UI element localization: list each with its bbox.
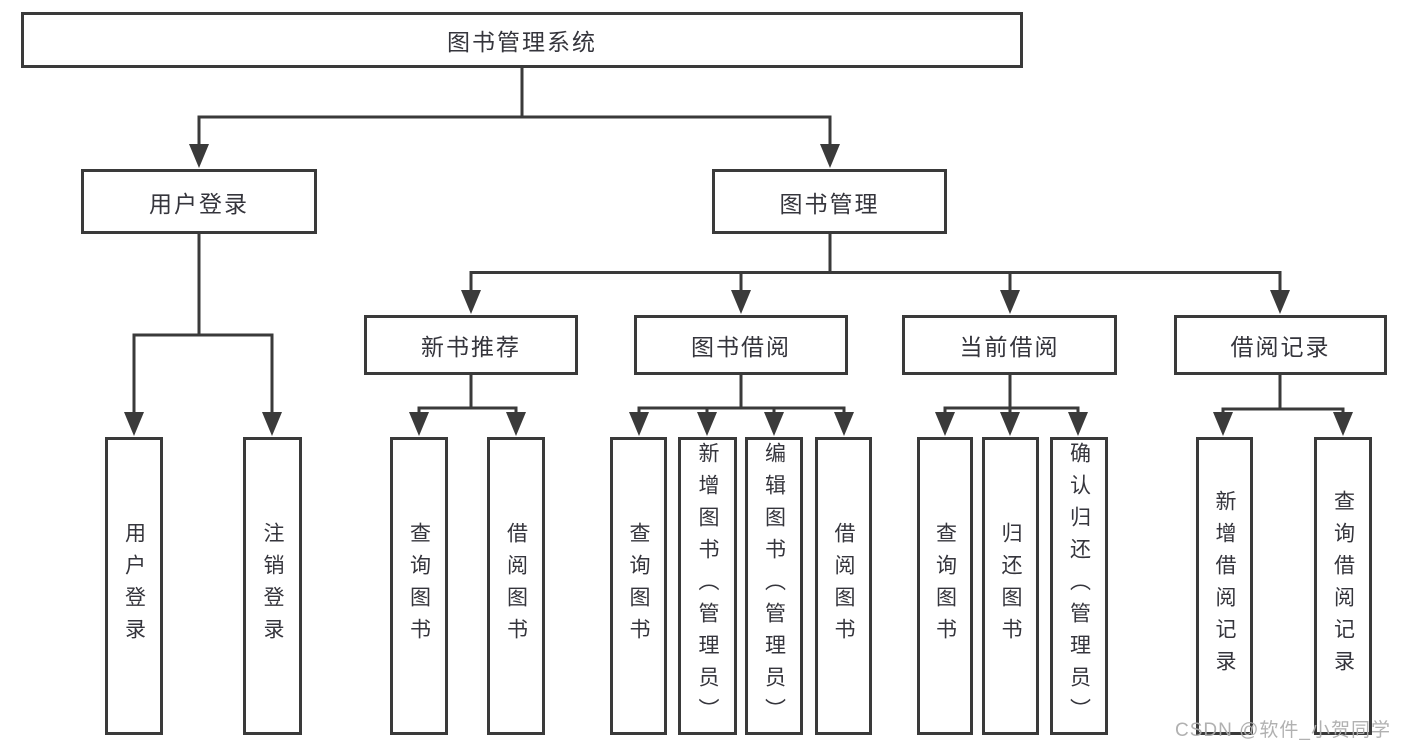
leaf-add-book-admin: 新增图书（管理员） [678,437,737,735]
leaf-borrow-books-recommend-label: 借阅图书 [504,522,528,650]
leaf-confirm-return-admin-label: 确认归还（管理员） [1067,442,1091,730]
leaf-add-book-admin-label: 新增图书（管理员） [696,442,719,730]
connector-root-split [189,68,840,168]
leaf-add-borrow-record-label: 新增借阅记录 [1213,490,1236,682]
leaf-borrow-books-borrowing: 借阅图书 [815,437,872,735]
leaf-edit-book-admin: 编辑图书（管理员） [745,437,803,735]
node-borrowing-records-label: 借阅记录 [1230,334,1331,360]
node-book-borrowing: 图书借阅 [634,315,848,375]
leaf-logout-label: 注销登录 [261,522,284,650]
leaf-query-books-current-label: 查询图书 [933,522,957,650]
leaf-query-books-recommend-label: 查询图书 [407,522,431,650]
leaf-query-borrow-record: 查询借阅记录 [1314,437,1372,735]
leaf-borrow-books-recommend: 借阅图书 [487,437,545,735]
leaf-query-books-borrowing: 查询图书 [610,437,667,735]
leaf-return-book-label: 归还图书 [999,522,1022,650]
leaf-return-book: 归还图书 [982,437,1039,735]
leaf-add-borrow-record: 新增借阅记录 [1196,437,1253,735]
leaf-borrow-books-borrowing-label: 借阅图书 [832,522,855,650]
leaf-user-login-label: 用户登录 [122,522,146,650]
connector-book-mgmt-split [461,234,1290,314]
leaf-confirm-return-admin: 确认归还（管理员） [1050,437,1108,735]
leaf-logout: 注销登录 [243,437,302,735]
leaf-query-books-current: 查询图书 [917,437,973,735]
node-user-login: 用户登录 [81,169,317,234]
leaf-user-login: 用户登录 [105,437,163,735]
node-user-login-label: 用户登录 [149,190,249,217]
node-library-system-label: 图书管理系统 [447,29,597,55]
leaf-query-books-borrowing-label: 查询图书 [627,522,650,650]
watermark: CSDN @软件_小贺同学 [1175,720,1391,741]
connector-user-login-split [124,234,282,436]
connector-record-split [1213,375,1353,436]
node-new-book-recommend: 新书推荐 [364,315,578,375]
node-book-borrowing-label: 图书借阅 [691,334,791,360]
leaf-edit-book-admin-label: 编辑图书（管理员） [762,442,786,730]
node-book-management: 图书管理 [712,169,947,234]
leaf-query-borrow-record-label: 查询借阅记录 [1331,490,1355,682]
node-library-system: 图书管理系统 [21,12,1023,68]
connector-current-borrow-split [935,375,1088,436]
leaf-query-books-recommend: 查询图书 [390,437,448,735]
node-current-borrowing: 当前借阅 [902,315,1117,375]
node-borrowing-records: 借阅记录 [1174,315,1387,375]
connector-book-borrow-split [629,375,854,436]
node-current-borrowing-label: 当前借阅 [959,334,1060,360]
connector-new-book-split [409,375,526,436]
node-new-book-recommend-label: 新书推荐 [421,334,521,360]
node-book-management-label: 图书管理 [779,190,880,217]
